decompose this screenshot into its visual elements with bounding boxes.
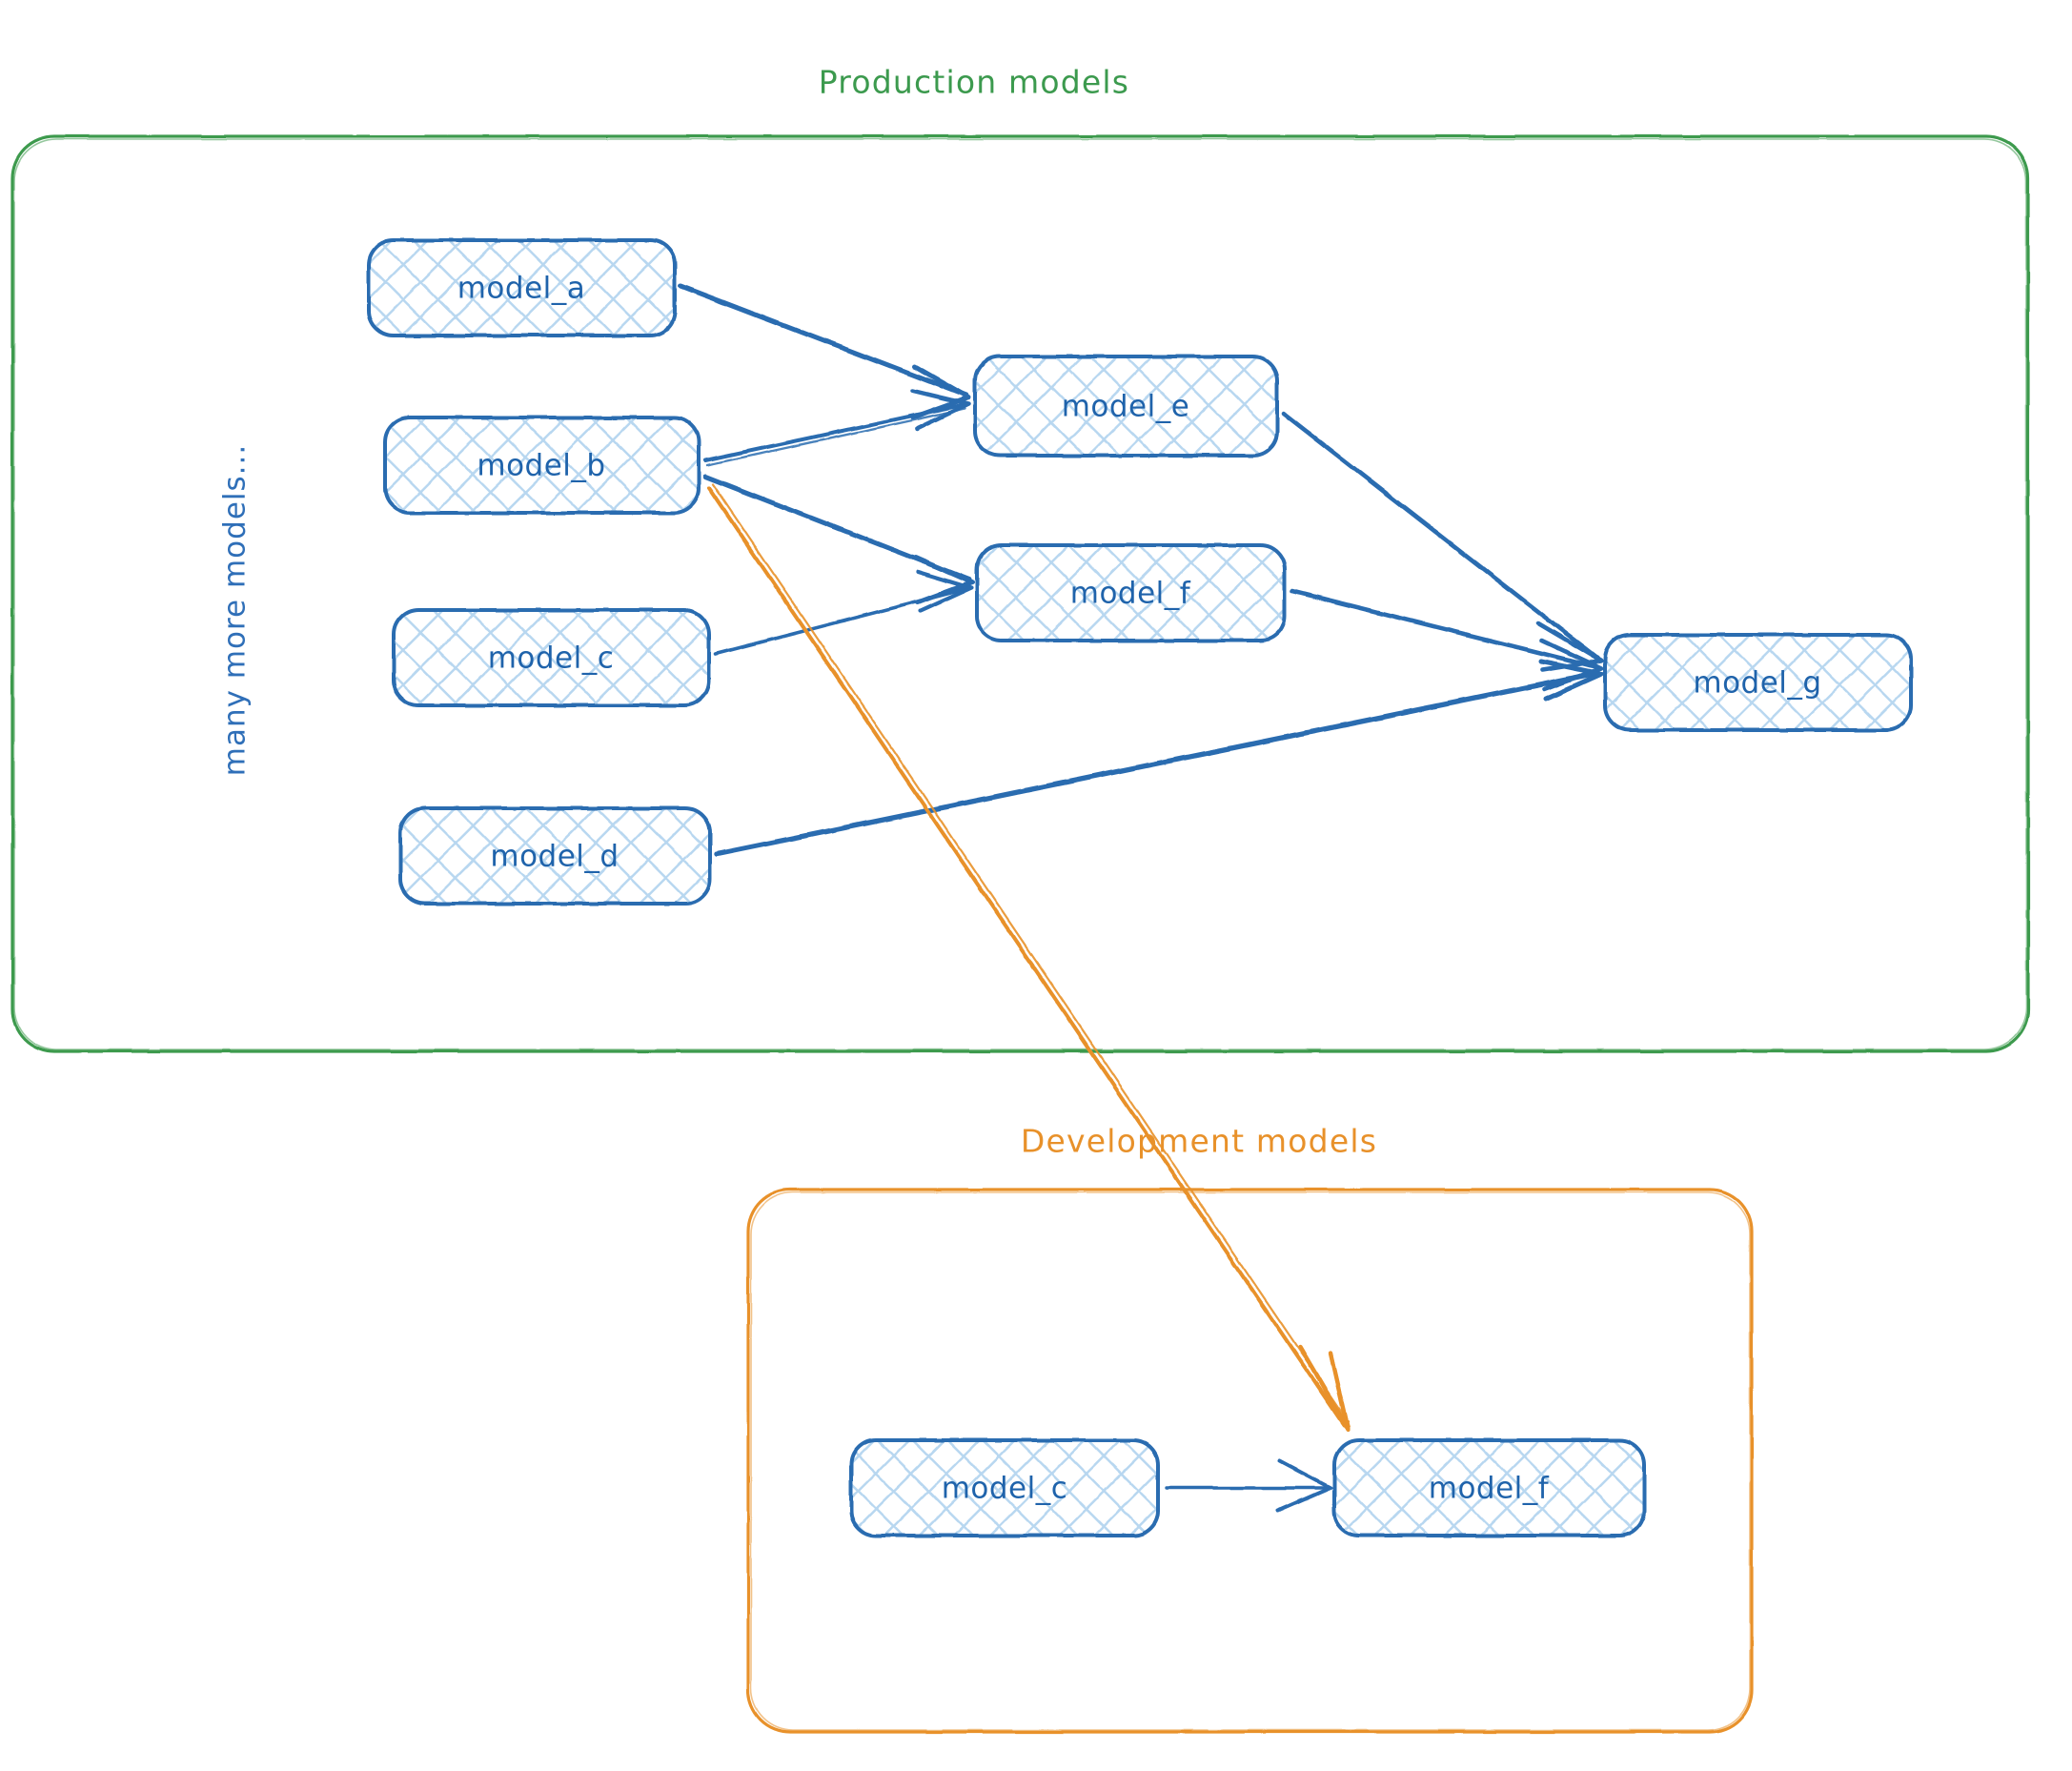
group-production: Production models [10, 64, 2030, 1053]
group-development: Development models [746, 1123, 1754, 1734]
arrowhead [1538, 659, 1604, 702]
node-label: model_b [477, 449, 605, 483]
arrowhead [915, 569, 974, 614]
node-prod-model-e[interactable]: model_e [973, 355, 1279, 458]
edges-layer [678, 283, 1604, 1513]
production-group-border [10, 134, 2030, 1053]
node-label: model_d [490, 840, 619, 874]
node-label: model_f [1429, 1472, 1550, 1506]
arrowhead [1276, 1459, 1332, 1513]
node-box[interactable] [367, 238, 677, 337]
node-prod-model-d[interactable]: model_d [398, 806, 712, 906]
edge-b-to-dev-f-arrowhead-overlay [1297, 1344, 1351, 1433]
node-prod-model-a[interactable]: model_a [367, 238, 677, 337]
development-group-title: Development models [1021, 1123, 1377, 1160]
edge-devc-to-devf [1165, 1459, 1332, 1513]
side-note: many more models... [218, 444, 253, 776]
node-box[interactable] [1603, 633, 1913, 732]
node-prod-model-g[interactable]: model_g [1603, 633, 1913, 732]
node-box[interactable] [1332, 1438, 1646, 1537]
node-label: model_c [488, 641, 615, 676]
node-box[interactable] [398, 806, 712, 906]
node-label: model_a [457, 272, 586, 306]
node-label: model_e [1062, 390, 1190, 424]
edge-c-to-f [714, 569, 974, 656]
edge-d-to-g [714, 659, 1604, 857]
node-prod-model-b[interactable]: model_b [383, 416, 701, 515]
node-prod-model-f[interactable]: model_f [975, 543, 1287, 642]
production-group-title: Production models [819, 64, 1129, 101]
node-label: model_c [942, 1472, 1068, 1506]
node-dev-model-f[interactable]: model_f [1332, 1438, 1646, 1537]
node-box[interactable] [973, 355, 1279, 458]
node-box[interactable] [975, 543, 1287, 642]
node-box[interactable] [392, 608, 711, 707]
node-label: model_g [1693, 666, 1821, 701]
node-label: model_f [1070, 577, 1191, 611]
node-box[interactable] [849, 1438, 1160, 1537]
arrowhead [1297, 1344, 1351, 1433]
node-dev-model-c[interactable]: model_c [849, 1438, 1160, 1537]
edge-b-to-e [703, 388, 971, 467]
development-group-border-sketch [750, 1191, 1751, 1731]
many-more-models-label: many more models... [218, 444, 253, 776]
production-group-border-sketch [13, 138, 2027, 1050]
node-prod-model-c[interactable]: model_c [392, 608, 711, 707]
development-group-border [746, 1188, 1754, 1734]
edge-a-to-e [678, 283, 971, 420]
arrowhead [910, 388, 971, 432]
edge-f-to-g [1290, 588, 1604, 692]
edge-e-to-g [1281, 411, 1604, 673]
nodes-layer: model_a model_b model_c model_d model_e [367, 238, 1913, 1537]
node-box[interactable] [383, 416, 701, 515]
